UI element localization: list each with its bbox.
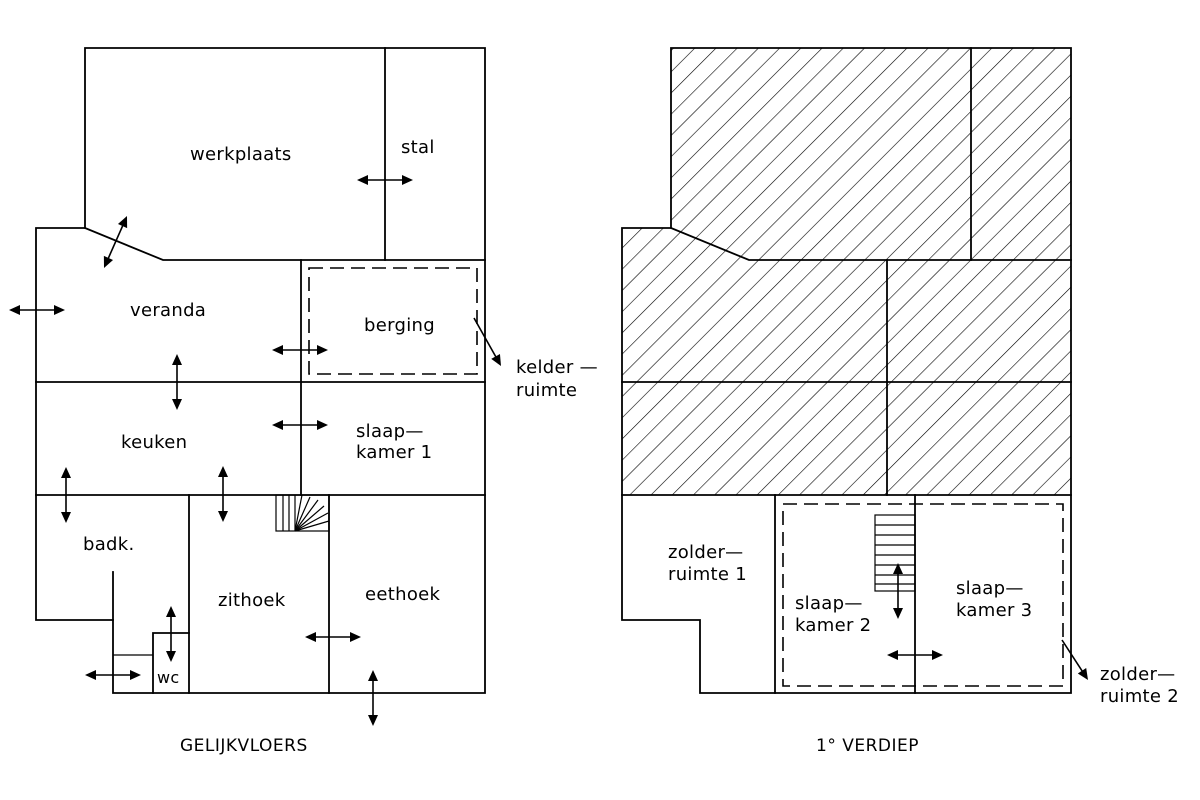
zolder2-outline	[782, 503, 1064, 687]
first-floor-outline	[621, 47, 1072, 694]
zolder1-label-line1: zolder—	[668, 542, 743, 563]
first-floor-wall-a	[669, 226, 1072, 261]
veranda-label: veranda	[130, 300, 206, 321]
arrow-keuken-zithoek	[218, 466, 228, 522]
access-arrows	[9, 175, 1088, 726]
kelder-outline	[308, 267, 478, 375]
arrow-keuken-slaapkamer1	[272, 420, 328, 430]
arrow-werkplaats-veranda	[103, 216, 128, 268]
arrow-stair	[893, 563, 903, 619]
slaapkamer2-label-line1: slaap—	[795, 593, 863, 614]
ground-floor-plan: werkplaats stal veranda berging keuken s…	[35, 47, 598, 756]
arrow-eethoek-outside	[368, 670, 378, 726]
arrow-veranda-outside	[9, 305, 65, 315]
ground-floor-title: GELIJKVLOERS	[180, 736, 308, 756]
arrow-kelder-pointer	[473, 317, 501, 366]
slaapkamer3-label-line1: slaap—	[956, 578, 1024, 599]
arrow-veranda-berging	[272, 345, 328, 355]
badk-label: badk.	[83, 534, 135, 555]
arrow-zithoek-eethoek	[305, 632, 361, 642]
arrow-slaapkamer2-3	[887, 650, 943, 660]
zolder1-label-line2: ruimte 1	[668, 564, 747, 585]
werkplaats-wall	[83, 226, 486, 261]
first-floor-plan: zolder— ruimte 1 slaap— kamer 2 slaap— k…	[621, 47, 1179, 756]
wc-wall	[152, 632, 190, 694]
berging-label: berging	[364, 315, 435, 336]
slaapkamer1-label-line2: kamer 1	[356, 442, 432, 463]
first-floor-title: 1° VERDIEP	[816, 736, 919, 756]
zithoek-label: zithoek	[218, 590, 286, 611]
zolder2-label-line2: ruimte 2	[1100, 686, 1179, 707]
slaapkamer3-label-line2: kamer 3	[956, 600, 1032, 621]
arrow-wc-hall	[85, 670, 141, 680]
slaapkamer2-label-line2: kamer 2	[795, 615, 871, 636]
stal-label: stal	[401, 137, 435, 158]
straight-stair	[874, 514, 916, 592]
hatched-void-area	[622, 48, 1071, 495]
arrow-veranda-keuken	[172, 354, 182, 410]
slaapkamer1-label-line1: slaap—	[356, 421, 424, 442]
eethoek-label: eethoek	[365, 584, 441, 605]
keuken-label: keuken	[121, 432, 187, 453]
arrow-stal	[357, 175, 413, 185]
zolder2-label-line1: zolder—	[1100, 664, 1175, 685]
arrow-zolder2-pointer	[1061, 639, 1088, 680]
kelder-label-line2: ruimte	[516, 380, 577, 401]
werkplaats-label: werkplaats	[190, 144, 292, 165]
kelder-label-line1: kelder —	[516, 357, 598, 378]
spiral-stair	[275, 494, 330, 532]
arrow-wc	[166, 606, 176, 662]
wc-label: wc	[157, 668, 179, 687]
arrow-keuken-badk	[61, 467, 71, 523]
